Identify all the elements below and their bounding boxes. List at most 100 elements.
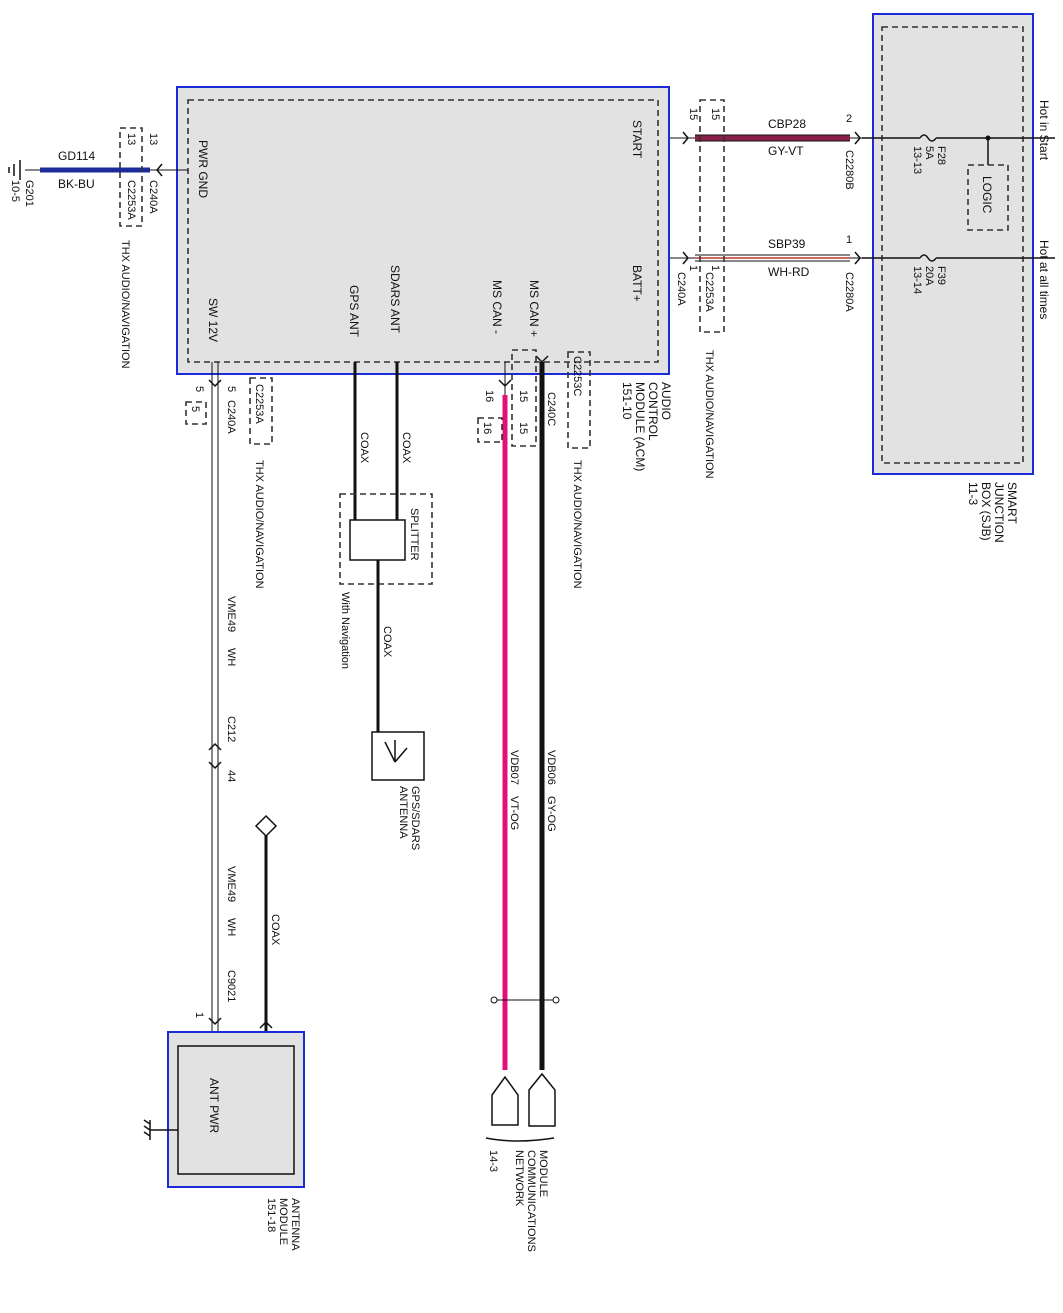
svg-text:PWR GND: PWR GND — [196, 140, 210, 198]
sjb-label: SMART JUNCTION BOX (SJB) 11-3 — [966, 482, 1019, 543]
svg-text:MODULE: MODULE — [277, 1198, 289, 1245]
svg-text:SBP39: SBP39 — [768, 237, 806, 251]
svg-text:20A: 20A — [923, 266, 935, 286]
svg-text:NETWORK: NETWORK — [513, 1150, 525, 1207]
svg-text:THX AUDIO/NAVIGATION: THX AUDIO/NAVIGATION — [253, 460, 265, 589]
hot-at-all-times-label: Hot at all times — [1037, 240, 1051, 319]
svg-text:WH: WH — [225, 918, 237, 936]
svg-text:F39: F39 — [935, 266, 947, 285]
svg-text:AUDIO: AUDIO — [659, 382, 673, 420]
antenna-module: ANT PWR ANTENNA MODULE 151-18 — [143, 1031, 305, 1251]
svg-text:THX AUDIO/NAVIGATION: THX AUDIO/NAVIGATION — [703, 350, 715, 479]
svg-text:15: 15 — [687, 108, 699, 120]
svg-text:C240A: C240A — [147, 180, 159, 214]
splitter-section: COAX COAX SPLITTER With Navigation COAX … — [339, 362, 433, 850]
svg-text:15: 15 — [709, 108, 721, 120]
svg-text:GY-OG: GY-OG — [545, 796, 557, 832]
acm-label: AUDIO CONTROL MODULE (ACM) 151-10 — [620, 382, 673, 471]
svg-text:MS CAN +: MS CAN + — [527, 280, 541, 337]
svg-text:COAX: COAX — [400, 432, 412, 464]
svg-text:COAX: COAX — [269, 914, 281, 946]
svg-text:11-3: 11-3 — [966, 482, 980, 505]
svg-text:GD114: GD114 — [58, 149, 95, 163]
svg-text:14-3: 14-3 — [487, 1150, 499, 1172]
svg-text:15: 15 — [517, 390, 529, 402]
svg-text:5: 5 — [193, 386, 205, 392]
svg-text:VME49: VME49 — [225, 596, 237, 632]
svg-text:2: 2 — [846, 113, 852, 125]
svg-text:1: 1 — [709, 265, 721, 271]
svg-text:CBP28: CBP28 — [768, 117, 806, 131]
svg-text:C2253A: C2253A — [253, 384, 265, 424]
svg-text:COAX: COAX — [358, 432, 370, 464]
svg-text:13: 13 — [125, 133, 137, 145]
svg-text:MS CAN -: MS CAN - — [490, 280, 504, 334]
coax-antenna-feed: COAX — [254, 814, 281, 1040]
svg-text:SW 12V: SW 12V — [206, 298, 220, 342]
svg-text:C2280B: C2280B — [843, 150, 855, 190]
svg-text:5: 5 — [225, 386, 237, 392]
svg-text:C212: C212 — [225, 716, 237, 742]
svg-text:BATT+: BATT+ — [630, 265, 644, 302]
svg-text:1: 1 — [193, 1012, 205, 1018]
svg-text:VME49: VME49 — [225, 866, 237, 902]
module-comm-network-label: MODULE COMMUNICATIONS NETWORK 14-3 — [485, 1137, 555, 1252]
svg-text:START: START — [630, 120, 644, 159]
svg-text:THX AUDIO/NAVIGATION: THX AUDIO/NAVIGATION — [571, 460, 583, 589]
svg-text:C240C: C240C — [545, 392, 557, 426]
svg-text:C2253A: C2253A — [125, 180, 137, 220]
svg-text:C240A: C240A — [675, 272, 687, 306]
svg-text:WH-RD: WH-RD — [768, 265, 810, 279]
fuse-f28: F28 5A 13-13 — [862, 134, 1055, 174]
wire-sbp39: SBP39 WH-RD 1 C2280A — [660, 234, 862, 312]
svg-text:VDB07: VDB07 — [508, 750, 520, 785]
svg-text:10-5: 10-5 — [9, 180, 21, 202]
svg-text:MODULE: MODULE — [537, 1150, 549, 1197]
svg-text:GY-VT: GY-VT — [768, 144, 804, 158]
svg-text:13: 13 — [147, 133, 159, 145]
svg-text:COAX: COAX — [381, 626, 393, 658]
svg-text:SMART: SMART — [1005, 482, 1019, 524]
svg-text:C2253A: C2253A — [703, 272, 715, 312]
wire-vdb07: VDB07 VT-OG — [491, 362, 520, 1126]
svg-text:GPS ANT: GPS ANT — [347, 285, 361, 338]
svg-text:G201: G201 — [23, 180, 35, 207]
svg-text:WH: WH — [225, 648, 237, 666]
svg-text:SPLITTER: SPLITTER — [408, 508, 420, 561]
svg-text:C9021: C9021 — [225, 970, 237, 1002]
svg-text:VDB06: VDB06 — [545, 750, 557, 785]
svg-text:BK-BU: BK-BU — [58, 177, 95, 191]
svg-text:C2253C: C2253C — [571, 356, 583, 396]
svg-text:5: 5 — [189, 406, 201, 412]
svg-text:5A: 5A — [923, 146, 935, 160]
svg-text:THX AUDIO/NAVIGATION: THX AUDIO/NAVIGATION — [119, 240, 131, 369]
svg-text:16: 16 — [483, 390, 495, 402]
svg-text:13-14: 13-14 — [911, 266, 923, 294]
svg-text:C2280A: C2280A — [843, 272, 855, 312]
svg-text:15: 15 — [517, 422, 529, 434]
svg-text:1: 1 — [846, 234, 852, 246]
svg-text:BOX (SJB): BOX (SJB) — [979, 482, 993, 541]
svg-text:VT-OG: VT-OG — [508, 796, 520, 830]
svg-text:16: 16 — [481, 422, 493, 434]
smart-junction-box: LOGIC — [872, 13, 1034, 475]
svg-text:MODULE (ACM): MODULE (ACM) — [633, 382, 647, 471]
svg-text:COMMUNICATIONS: COMMUNICATIONS — [525, 1150, 537, 1252]
svg-text:F28: F28 — [935, 146, 947, 165]
wire-vdb06: VDB06 GY-OG — [528, 355, 557, 1127]
svg-text:CONTROL: CONTROL — [646, 382, 660, 441]
wire-vme49: 5 5 5 C240A C2253A THX AUDIO/NAVIGATION … — [185, 362, 273, 1040]
svg-text:151-18: 151-18 — [265, 1198, 277, 1232]
fuse-f39: F39 20A 13-14 — [862, 254, 1055, 294]
ground-g201: GD114 BK-BU G201 10-5 — [8, 149, 188, 207]
audio-control-module: START BATT+ PWR GND SW 12V GPS ANT SDARS… — [176, 86, 670, 375]
svg-text:With Navigation: With Navigation — [339, 592, 351, 669]
svg-text:ANTENNA: ANTENNA — [289, 1198, 301, 1251]
svg-text:44: 44 — [225, 770, 237, 782]
svg-text:SDARS ANT: SDARS ANT — [388, 265, 402, 334]
svg-text:JUNCTION: JUNCTION — [992, 482, 1006, 543]
svg-text:C240A: C240A — [225, 400, 237, 434]
svg-text:GPS/SDARS: GPS/SDARS — [409, 786, 421, 850]
svg-text:ANTENNA: ANTENNA — [397, 786, 409, 839]
